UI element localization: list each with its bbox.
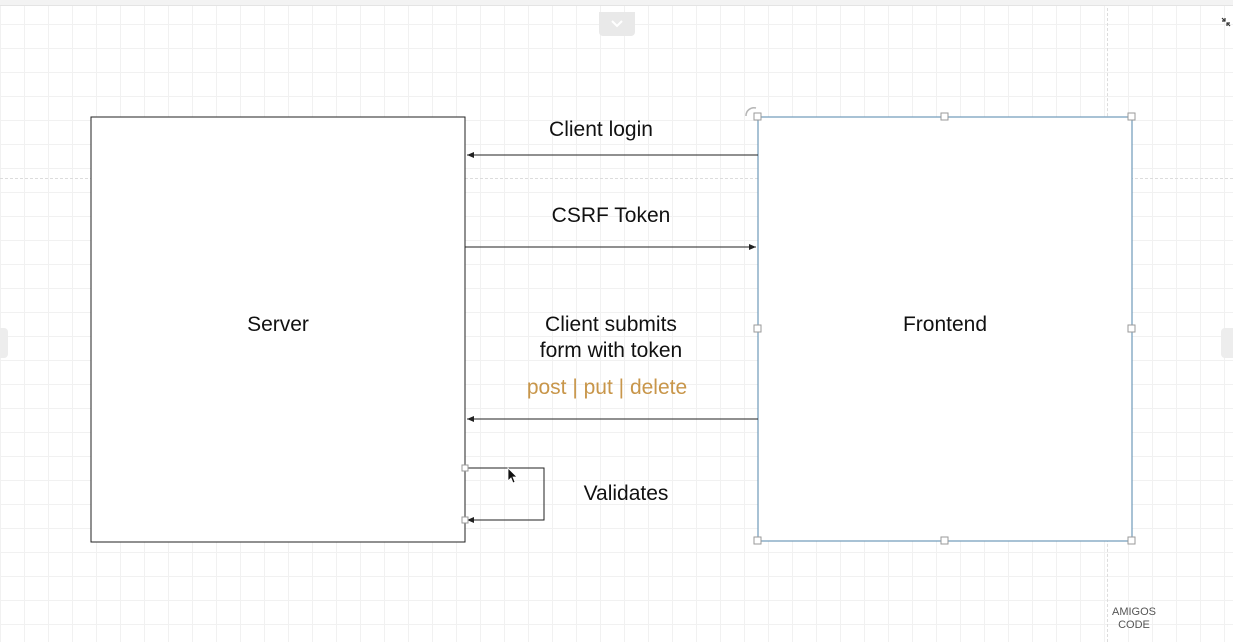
browser-bar [0, 0, 1233, 6]
rotate-handle[interactable] [745, 107, 757, 117]
resize-handle-left[interactable] [753, 324, 762, 333]
frontend-shape[interactable] [757, 116, 1133, 542]
edge-label-submit-line2: form with token [539, 339, 683, 362]
resize-handle-top-right[interactable] [1127, 112, 1136, 121]
edge-label-client-login: Client login [549, 118, 653, 141]
collapse-toolbar-button[interactable] [599, 12, 635, 36]
resize-handle-top[interactable] [940, 112, 949, 121]
mouse-pointer-icon [507, 467, 518, 484]
right-panel-toggle[interactable] [1221, 328, 1233, 358]
resize-handle-bottom[interactable] [940, 536, 949, 545]
chevron-down-icon [611, 15, 623, 33]
server-label: Server [247, 313, 309, 336]
frontend-label: Frontend [902, 313, 988, 336]
brand-line2: CODE [1118, 619, 1150, 631]
loop-handle-end[interactable] [461, 516, 469, 524]
server-shape[interactable] [90, 116, 466, 543]
resize-handle-right[interactable] [1127, 324, 1136, 333]
edge-validates-loop[interactable] [465, 467, 545, 523]
brand-line1: AMIGOS [1111, 606, 1156, 618]
brand-watermark: AMIGOS CODE [1110, 606, 1158, 632]
alignment-guide-horizontal [0, 178, 1233, 179]
resize-handle-top-left[interactable] [753, 112, 762, 121]
resize-handle-bottom-right[interactable] [1127, 536, 1136, 545]
edge-label-methods: post | put | delete [526, 376, 688, 399]
edge-label-validates: Validates [583, 482, 669, 505]
selection-handles[interactable] [753, 112, 1136, 545]
edge-label-submit-line1: Client submits [545, 313, 677, 336]
expand-icon[interactable] [1221, 16, 1231, 30]
left-panel-toggle[interactable] [0, 328, 8, 358]
loop-handle-start[interactable] [461, 464, 469, 472]
edge-label-csrf-token: CSRF Token [551, 204, 671, 227]
resize-handle-bottom-left[interactable] [753, 536, 762, 545]
